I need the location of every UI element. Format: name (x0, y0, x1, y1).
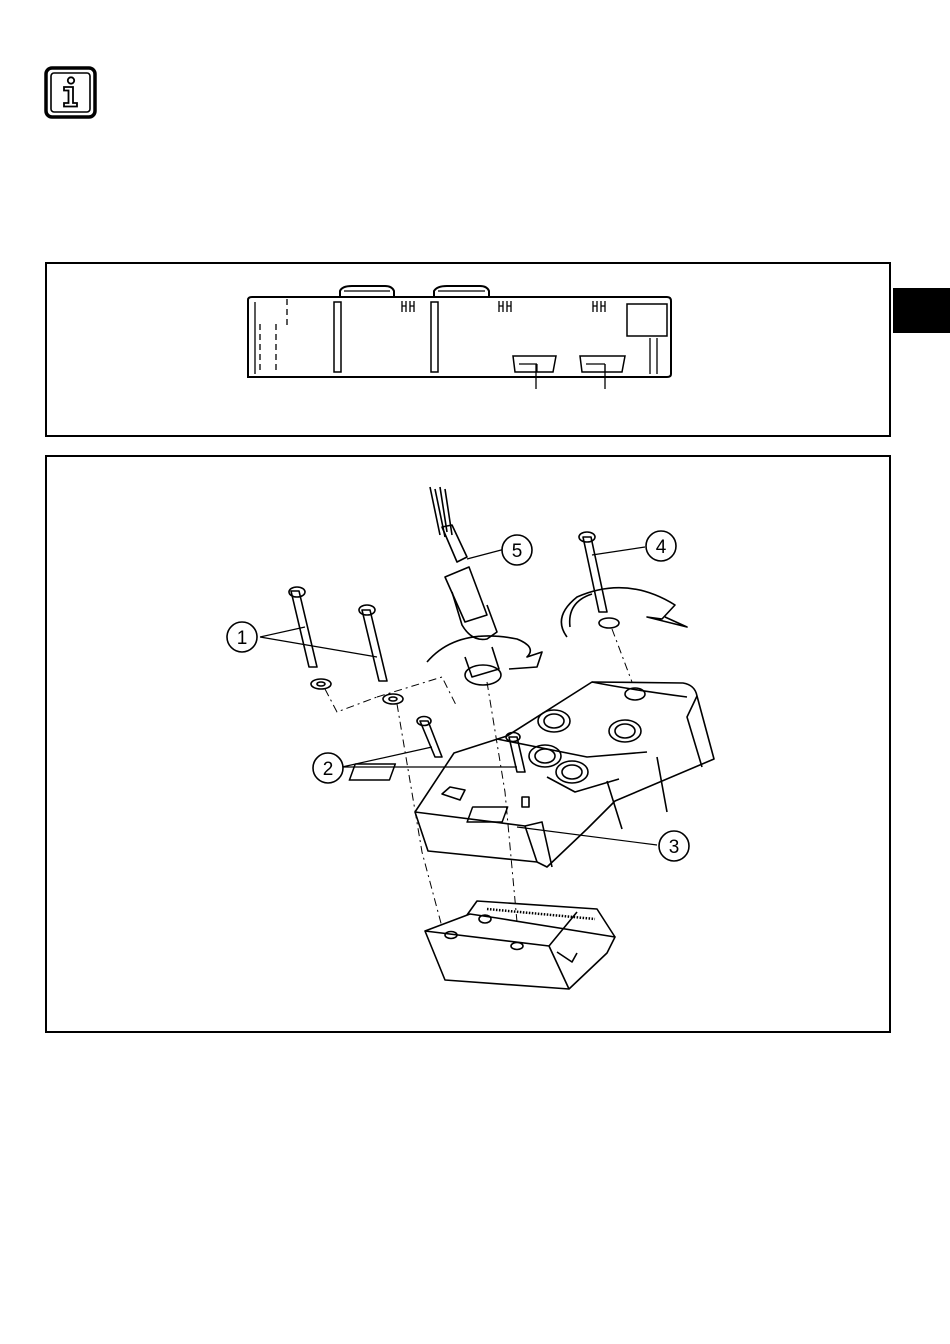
callout-4: 4 (646, 531, 676, 561)
info-icon (44, 66, 97, 119)
svg-text:1: 1 (237, 628, 248, 649)
module-exploded-drawing: 1 2 3 4 5 (47, 457, 889, 1031)
side-view-figure (45, 262, 891, 437)
module-body-part (349, 682, 714, 867)
base-plate-part (425, 901, 615, 989)
callout-3: 3 (659, 831, 689, 861)
svg-text:4: 4 (656, 537, 667, 558)
callout-5: 5 (502, 535, 532, 565)
screws-set-2 (417, 717, 525, 773)
cable-connector-part (427, 487, 542, 685)
screws-set-1 (289, 587, 403, 704)
exploded-assembly-figure: 1 2 3 4 5 (45, 455, 891, 1033)
module-side-view-drawing (47, 264, 889, 435)
svg-text:3: 3 (669, 837, 680, 858)
callout-2: 2 (313, 753, 343, 783)
section-tab-marker (893, 288, 950, 333)
svg-text:2: 2 (323, 759, 334, 780)
svg-text:5: 5 (512, 541, 523, 562)
callout-1: 1 (227, 622, 257, 652)
